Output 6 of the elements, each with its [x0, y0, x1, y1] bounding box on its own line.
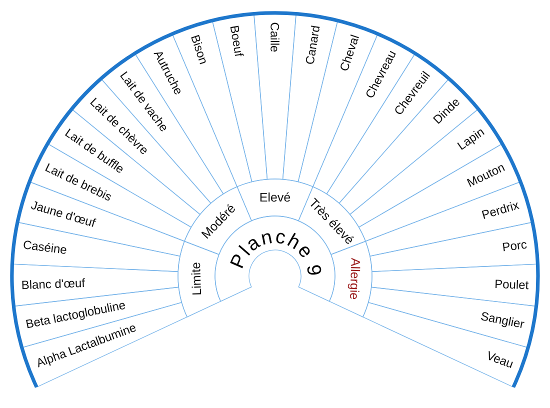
- ring-sector: Limite: [178, 240, 221, 318]
- ring-sector: Poulet: [371, 264, 538, 307]
- ring-sector: Porc: [370, 222, 538, 272]
- ring-sector: Canard: [282, 14, 338, 182]
- ring-sector: Boeuf: [212, 14, 268, 182]
- ring-sector: Caille: [254, 12, 296, 180]
